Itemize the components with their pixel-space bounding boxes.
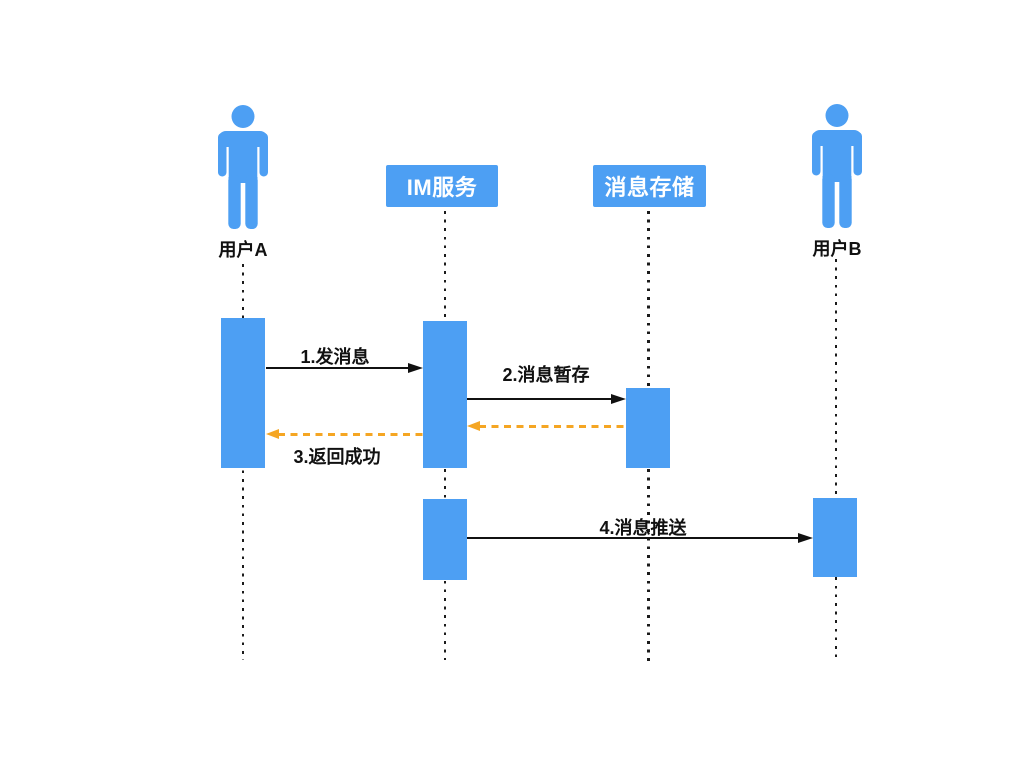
actor-label-user-a: 用户A bbox=[218, 240, 268, 260]
message-4-arrowhead-icon bbox=[798, 532, 813, 543]
activation-bar-message-storage bbox=[626, 388, 670, 468]
message-4-label: 4.消息推送 bbox=[599, 518, 687, 538]
message-2-arrowhead-icon bbox=[611, 393, 626, 404]
participant-label-message-storage: 消息存储 bbox=[604, 175, 695, 200]
participant-label-im-service: IM服务 bbox=[406, 175, 478, 200]
activation-bar-im-service-1 bbox=[423, 321, 467, 468]
actor-user-b: 用户B bbox=[812, 104, 862, 261]
participant-box-im-service: IM服务 bbox=[386, 165, 498, 207]
activation-bar-user-b bbox=[813, 498, 857, 577]
actor-user-a: 用户A bbox=[218, 105, 268, 262]
message-1-label: 1.发消息 bbox=[300, 347, 370, 367]
message-3-arrowhead-icon bbox=[467, 420, 480, 431]
lifeline-user-b bbox=[834, 259, 838, 657]
activation-bar-im-service-2 bbox=[423, 499, 467, 580]
message-3-arrow-line-storage-to-im bbox=[479, 424, 626, 428]
message-3-arrowhead-icon bbox=[266, 428, 279, 439]
message-3-label: 3.返回成功 bbox=[293, 447, 381, 467]
message-2-arrow-line bbox=[467, 397, 612, 401]
message-3-arrow-line-im-to-user-a bbox=[278, 432, 423, 436]
actor-label-user-b: 用户B bbox=[812, 239, 862, 259]
message-1-arrowhead-icon bbox=[408, 362, 423, 373]
male-figure-icon bbox=[812, 104, 862, 228]
message-2-label: 2.消息暂存 bbox=[502, 365, 590, 385]
message-1-arrow-line bbox=[266, 366, 410, 370]
message-4-arrow-line bbox=[467, 536, 799, 540]
participant-box-message-storage: 消息存储 bbox=[593, 165, 706, 207]
activation-bar-user-a bbox=[221, 318, 265, 468]
male-figure-icon bbox=[218, 105, 268, 229]
